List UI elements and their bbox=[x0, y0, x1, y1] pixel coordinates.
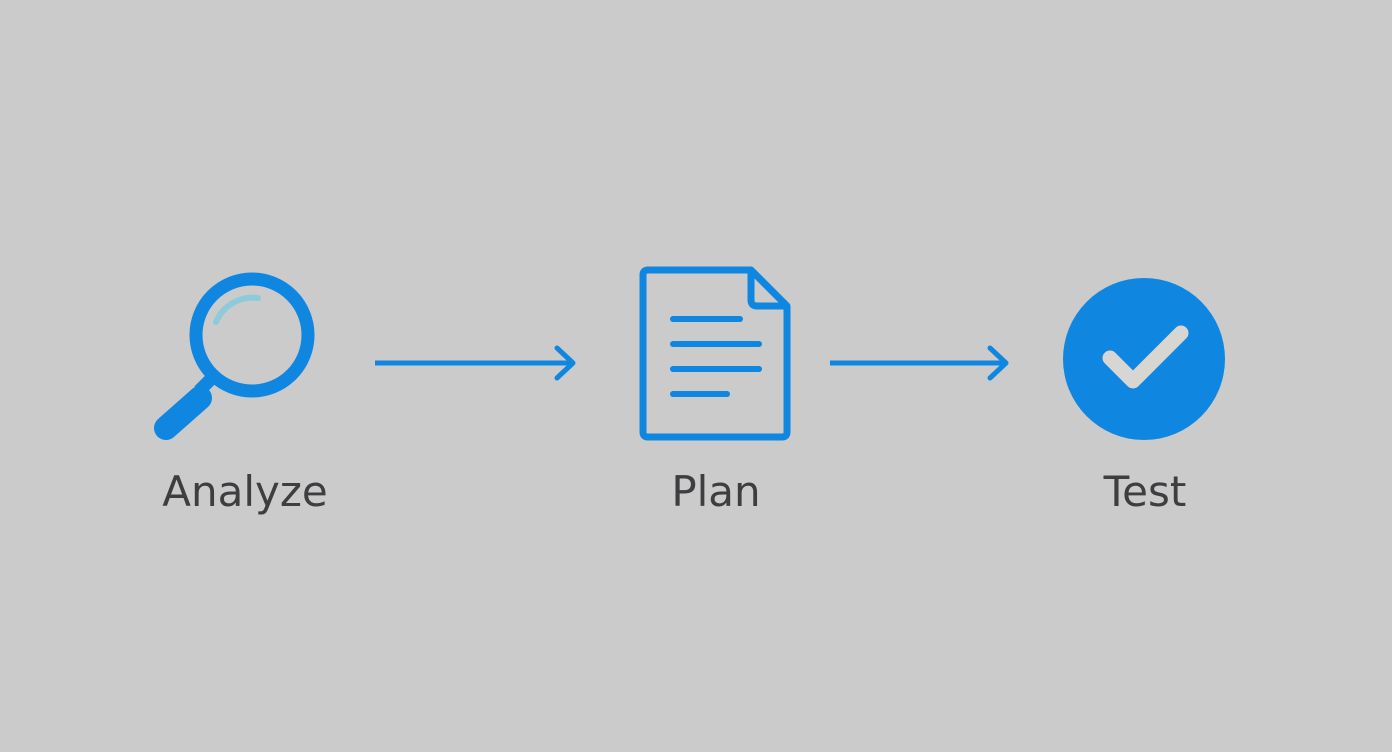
step-label-test: Test bbox=[1103, 467, 1187, 516]
step-label-plan: Plan bbox=[671, 467, 761, 516]
step-label-analyze: Analyze bbox=[162, 467, 328, 516]
